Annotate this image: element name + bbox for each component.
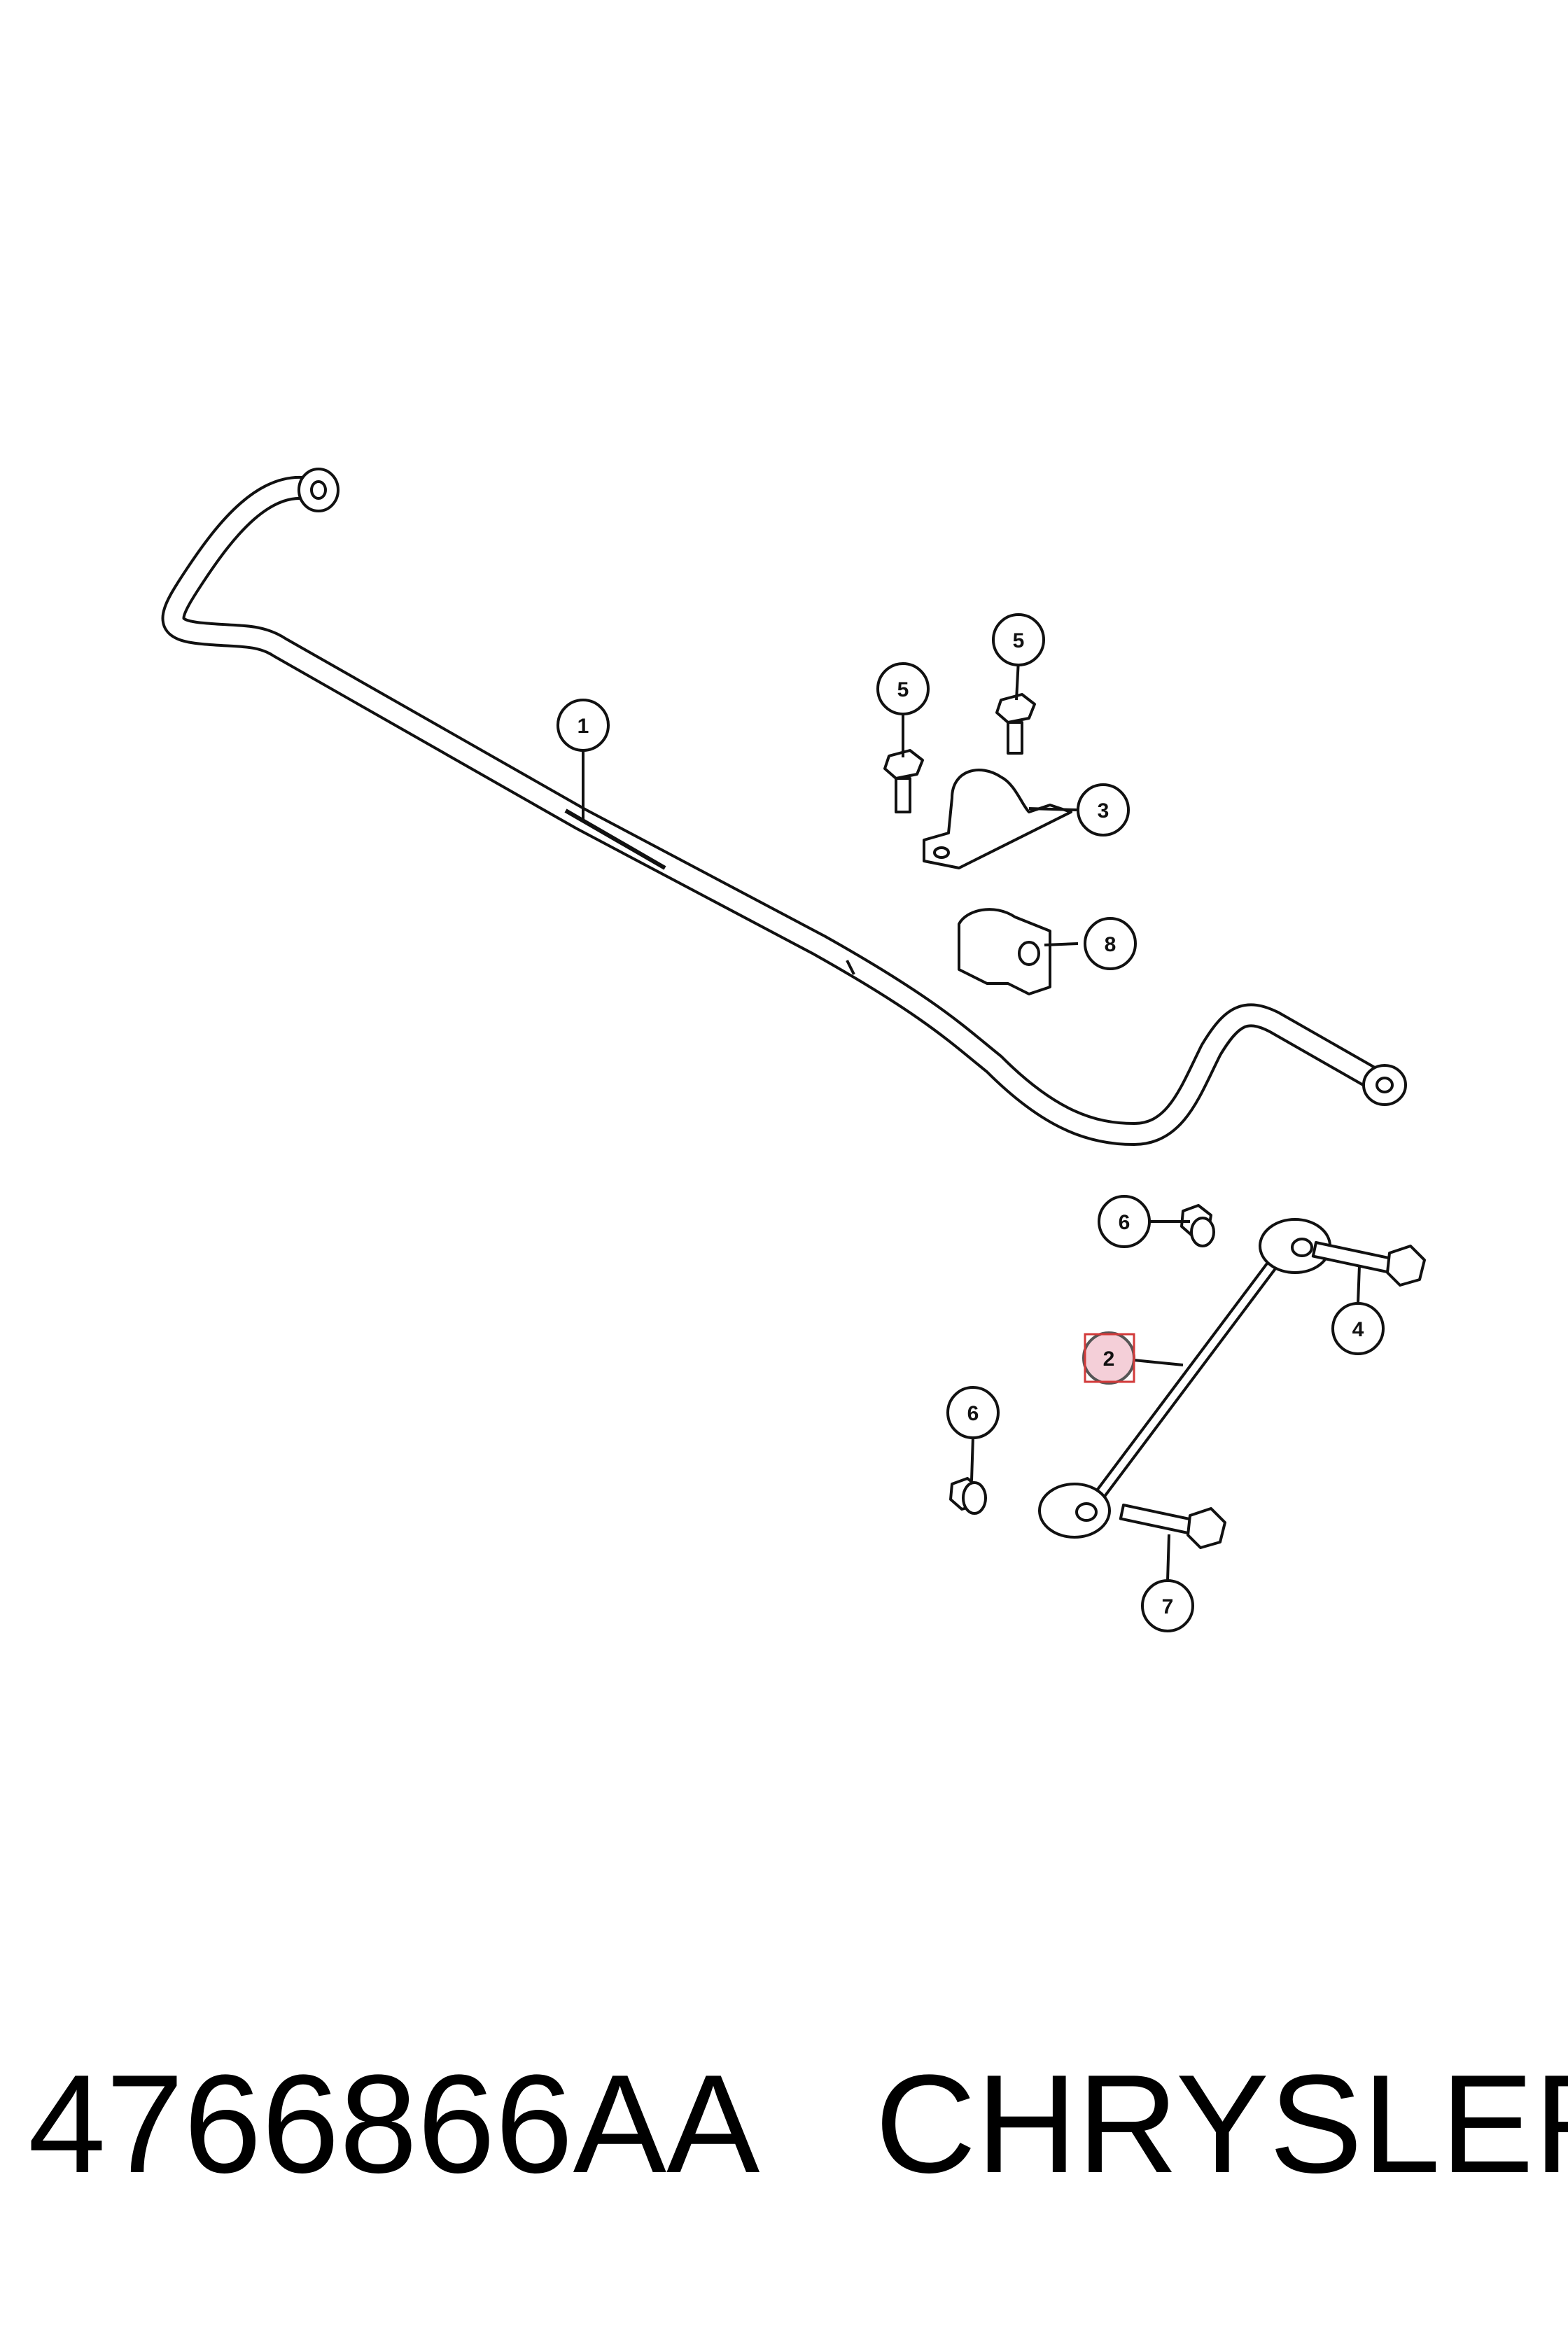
callout-8[interactable]: 8 bbox=[1084, 917, 1137, 970]
callout-5-left[interactable]: 5 bbox=[876, 662, 930, 715]
callout-6-lower[interactable]: 6 bbox=[946, 1386, 1000, 1439]
stabilizer-bar bbox=[161, 468, 1407, 1146]
callout-4[interactable]: 4 bbox=[1331, 1302, 1385, 1355]
link-upper-bolt bbox=[1311, 1241, 1426, 1287]
part-number: 4766866AA bbox=[28, 2046, 760, 2202]
link-lower-nut bbox=[949, 1477, 987, 1515]
callout-7[interactable]: 7 bbox=[1141, 1579, 1194, 1632]
brand-name: CHRYSLER bbox=[875, 2046, 1568, 2202]
callout-5-right-label: 5 bbox=[1013, 629, 1025, 652]
highlight-box bbox=[1084, 1333, 1135, 1383]
callout-1-label: 1 bbox=[578, 715, 589, 738]
callout-4-label: 4 bbox=[1352, 1318, 1364, 1341]
bracket-bolt-right bbox=[995, 693, 1036, 755]
callout-1[interactable]: 1 bbox=[556, 699, 610, 752]
callout-5-left-label: 5 bbox=[897, 678, 909, 701]
callout-3-label: 3 bbox=[1098, 799, 1110, 822]
callout-5-right[interactable]: 5 bbox=[992, 613, 1045, 666]
stabilizer-bushing bbox=[958, 908, 1051, 995]
callout-2[interactable]: 2 bbox=[1082, 1331, 1135, 1385]
stabilizer-link bbox=[1038, 1218, 1331, 1539]
bushing-bracket bbox=[923, 769, 1072, 869]
callout-6-upper[interactable]: 6 bbox=[1098, 1195, 1151, 1248]
link-upper-nut bbox=[1180, 1204, 1215, 1247]
callout-6-lower-label: 6 bbox=[967, 1402, 979, 1425]
callout-2-label: 2 bbox=[1103, 1348, 1115, 1371]
link-lower-bolt bbox=[1119, 1504, 1226, 1549]
callout-8-label: 8 bbox=[1105, 933, 1116, 956]
bracket-bolt-left bbox=[883, 749, 924, 813]
callout-6-upper-label: 6 bbox=[1119, 1211, 1130, 1234]
callout-7-label: 7 bbox=[1162, 1595, 1174, 1618]
callout-3[interactable]: 3 bbox=[1077, 783, 1130, 836]
